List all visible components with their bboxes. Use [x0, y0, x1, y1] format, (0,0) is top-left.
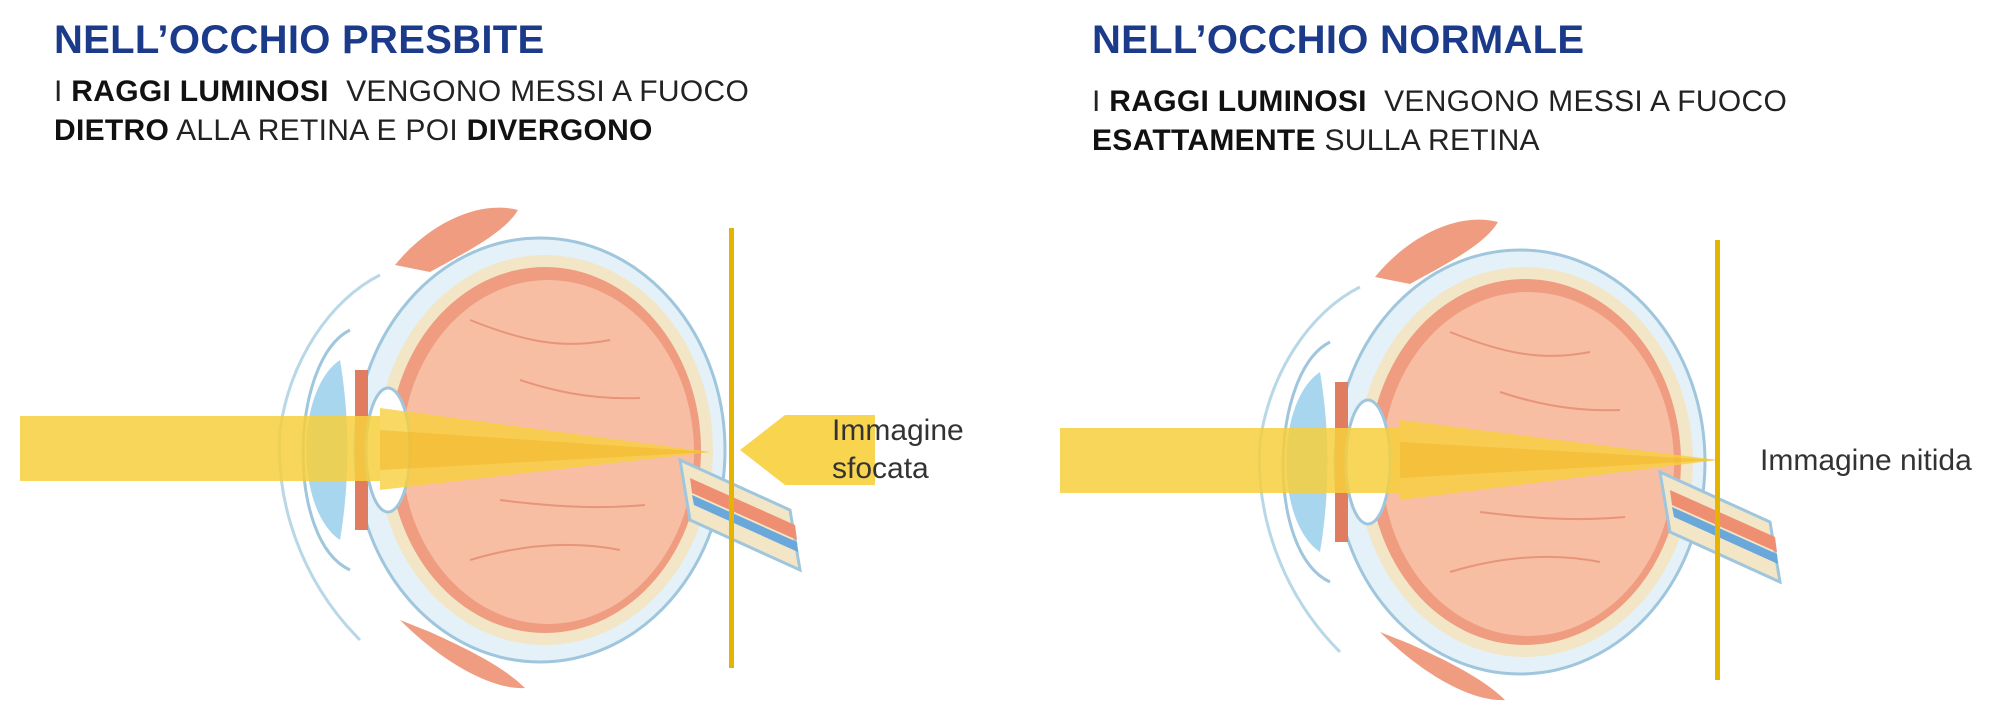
- retina-plane-line: [1715, 240, 1720, 680]
- converging-rays-core: [380, 430, 710, 470]
- retina-plane-line: [729, 228, 734, 668]
- caption-sharp-image: Immagine nitida: [1760, 444, 1972, 477]
- panel-normal-eye: NELL’OCCHIO NORMALE I RAGGI LUMINOSI VEN…: [1000, 0, 2000, 727]
- description-line-2: DIETRO ALLA RETINA E POI DIVERGONO: [54, 114, 653, 147]
- presbyopic-eye-illustration: [20, 206, 875, 690]
- panel-title: NELL’OCCHIO PRESBITE: [54, 18, 545, 62]
- light-beam: [20, 416, 380, 481]
- panel-title: NELL’OCCHIO NORMALE: [1092, 18, 1585, 62]
- arrow-pointer: [740, 415, 875, 485]
- description-line-1: I RAGGI LUMINOSI VENGONO MESSI A FUOCO: [54, 75, 750, 108]
- light-beam: [1060, 428, 1400, 493]
- panel-presbyopic-eye: NELL’OCCHIO PRESBITE I RAGGI LUMINOSI VE…: [20, 18, 964, 690]
- description-line-2: ESATTAMENTE SULLA RETINA: [1092, 124, 1540, 157]
- description-line-1: I RAGGI LUMINOSI VENGONO MESSI A FUOCO: [1092, 85, 1788, 118]
- converging-rays-core: [1400, 442, 1718, 478]
- normal-eye-illustration: [1060, 218, 1782, 702]
